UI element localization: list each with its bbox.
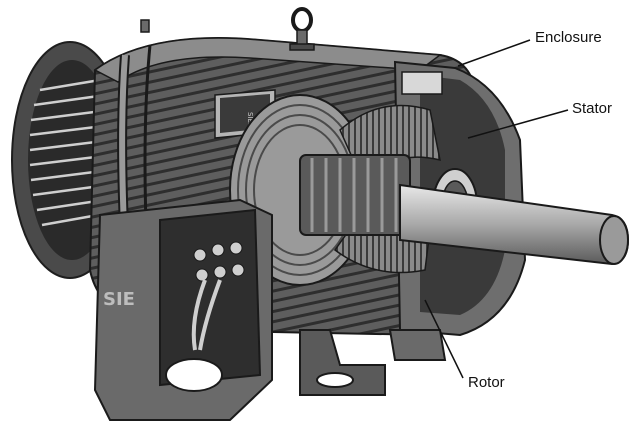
leader-rotor	[424, 299, 464, 379]
shaft	[399, 183, 630, 266]
rotor	[299, 154, 411, 236]
callout-enclosure: Enclosure	[535, 29, 602, 46]
motor-feet	[299, 329, 447, 396]
leader-stator	[467, 109, 569, 139]
lifting-eye	[289, 7, 315, 51]
top-plug	[140, 19, 150, 33]
terminal-box: SIE	[93, 198, 273, 421]
leader-enclosure	[457, 39, 531, 67]
terminal-box-brand: SIE	[103, 289, 135, 310]
callout-rotor: Rotor	[468, 374, 505, 391]
callout-stator: Stator	[572, 100, 613, 117]
